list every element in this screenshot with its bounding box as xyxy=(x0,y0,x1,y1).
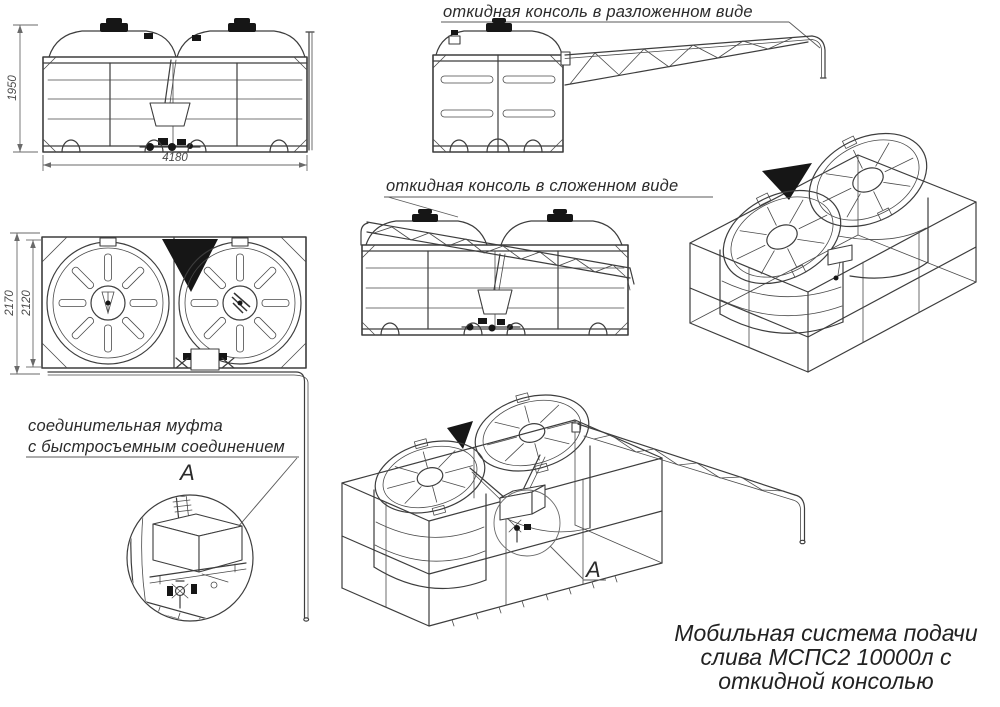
front-view-console-folded: откидная консоль в сложенном виде xyxy=(360,177,713,336)
console-boom-folded xyxy=(360,221,635,291)
plan-coupling xyxy=(175,348,235,371)
detail-letter: A xyxy=(178,460,195,485)
plan-console-pipe xyxy=(47,371,306,619)
iso2-tank-left xyxy=(374,438,486,516)
iso2-tank-rear xyxy=(474,392,590,474)
iso2-boom-unfolded xyxy=(571,422,806,545)
drawing-title: Мобильная система подачи слива МСПС2 100… xyxy=(674,620,978,694)
isometric-view-console-folded xyxy=(689,132,977,373)
iso-tank-rear xyxy=(808,132,928,228)
plan-tank-right xyxy=(178,237,302,365)
dim-plan-inner-label: 2120 xyxy=(21,290,33,317)
front-view xyxy=(42,18,315,153)
dim-plan-outer: 2170 xyxy=(4,232,40,375)
plan-view xyxy=(41,236,310,622)
dim-front-height: 1950 xyxy=(7,24,38,153)
plan-tank-left xyxy=(46,237,170,365)
detail-letter-ref: A xyxy=(584,557,601,582)
dim-plan-inner: 2120 xyxy=(21,239,42,368)
detail-callout-circle xyxy=(493,489,561,557)
dim-front-width: 4180 xyxy=(42,152,308,171)
title-line-2: слива МСПС2 10000л с xyxy=(701,644,952,670)
iso2-coupling xyxy=(469,454,546,543)
label-console-unfolded: откидная консоль в разложенном виде xyxy=(443,3,753,21)
title-line-1: Мобильная система подачи xyxy=(674,620,978,646)
isometric-view-console-unfolded: A xyxy=(341,392,806,627)
console-boom-unfolded xyxy=(560,35,827,86)
title-line-3: откидной консолью xyxy=(718,668,933,694)
label-coupling-line2: с быстросъемным соединением xyxy=(28,438,285,456)
dim-front-width-label: 4180 xyxy=(162,152,188,164)
label-console-folded: откидная консоль в сложенном виде xyxy=(386,177,678,195)
iso-tank-front xyxy=(722,189,842,285)
detail-view-a: соединительная муфта с быстросъемным сое… xyxy=(26,417,299,622)
dim-front-height-label: 1950 xyxy=(7,75,19,101)
side-view-console-unfolded: откидная консоль в разложенном виде xyxy=(432,3,827,153)
dim-plan-outer-label: 2170 xyxy=(4,290,16,317)
label-coupling-line1: соединительная муфта xyxy=(28,417,223,435)
